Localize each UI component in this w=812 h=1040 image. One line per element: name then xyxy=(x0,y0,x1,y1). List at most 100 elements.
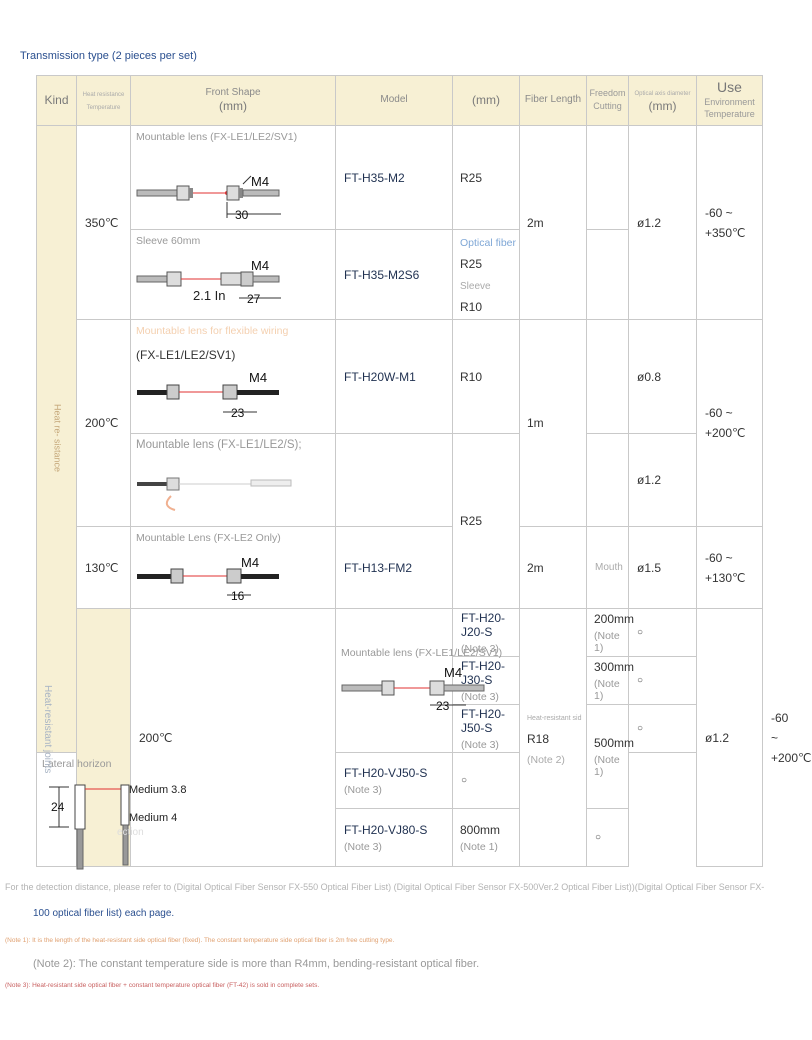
freedom-cell: ○ xyxy=(586,808,629,867)
section-title: Transmission type (2 pieces per set) xyxy=(20,50,197,62)
table-row: Lateral horizon 24 Medium 3.8 Medium 4 e… xyxy=(36,752,763,870)
label-medium-3-8: Medium 3.8 xyxy=(129,784,186,796)
fiber-head-drawing: M4 2.1 In 27 xyxy=(136,258,281,306)
temp-200-joints: 200℃ xyxy=(130,608,336,867)
footnote-note3: (Note 3): Heat-resistant side optical fi… xyxy=(5,982,320,989)
model-ft-h35-m2: FT-H35-M2 xyxy=(335,125,453,230)
diameter: ø1.2 xyxy=(696,608,763,867)
freedom-cell: ○ xyxy=(628,608,697,657)
env-temp: -60 ~+130℃ xyxy=(696,526,763,609)
dimension-label: 16 xyxy=(231,589,245,603)
model-ft-h20-vj80-s: FT-H20-VJ80-S(Note 3) xyxy=(335,808,453,867)
fiber-length: 300mm(Note 1) xyxy=(586,656,634,705)
freedom-cell xyxy=(586,229,629,320)
model-ft-h20-j20-s: FT-H20-J20-S(Note 3) xyxy=(452,608,520,657)
freedom-cell: ○ xyxy=(452,752,520,809)
shape-flexible-lens: Mountable lens for flexible wiring (FX-L… xyxy=(130,319,336,434)
label-ection: ection xyxy=(117,827,144,838)
bend-radius: R25 xyxy=(452,433,520,609)
model-ft-h20-j30-s: FT-H20-J30-S(Note 3) xyxy=(452,656,520,705)
fiber-head-drawing: M4 16 xyxy=(137,555,279,603)
model-ft-h35-m2s6: FT-H35-M2S6 xyxy=(335,229,453,320)
diameter: ø1.5 xyxy=(628,526,697,609)
temp-130: 130℃ xyxy=(76,526,131,609)
shape-joint-lens: Mountable lens (FX-LE1/LE2/SV1) M4 23 xyxy=(335,608,502,753)
footnote-note2: (Note 2): The constant temperature side … xyxy=(33,958,480,970)
model-ft-h20-j50-s: FT-H20-J50-S(Note 3) xyxy=(452,704,520,753)
fiber-length: 800mm(Note 1) xyxy=(452,808,520,867)
table-row: Mountable lens (FX-LE1/LE2/S); R25 ø1.2 xyxy=(37,433,763,609)
freedom-cell: ○ xyxy=(628,704,697,753)
table-row: FT-H20-VJ80-S(Note 3) 800mm(Note 1) ○ xyxy=(37,808,763,867)
kind-joints-label: Heat-resistant joints xyxy=(42,685,53,774)
fiber-length: 2m xyxy=(519,125,587,320)
shape-caption: Mountable lens (FX-LE1/LE2/S); xyxy=(136,439,302,451)
footnote-note1: (Note 1): It is the length of the heat-r… xyxy=(5,937,395,944)
freedom-cell: Mouth xyxy=(586,526,629,609)
model-obscured xyxy=(335,433,453,527)
bend-radius-header: (mm) xyxy=(452,75,520,126)
shape-caption-2: (FX-LE1/LE2/SV1) xyxy=(136,348,236,362)
thread-label: M4 xyxy=(249,370,267,385)
fiber-head-drawing: M4 23 xyxy=(341,665,485,713)
footnote-detection: For the detection distance, please refer… xyxy=(5,882,765,892)
table-row: Heat re- sistance 350℃ Mountable lens (F… xyxy=(36,125,763,753)
table-row: Sleeve 60mm M4 2.1 In 27 FT-H35-M2S6 Opt… xyxy=(37,229,763,320)
diameter-header: Optical axis diameter(mm) xyxy=(628,75,697,126)
model-header: Model xyxy=(335,75,453,126)
fiber-head-drawing: M4 30 xyxy=(136,174,281,222)
diameter: ø1.2 xyxy=(628,433,697,527)
freedom-cell xyxy=(586,433,629,527)
shape-mountable-lens-2: Mountable lens (FX-LE1/LE2/S); xyxy=(130,433,336,527)
shape-caption: Mountable Lens (FX-LE2 Only) xyxy=(136,532,281,544)
thread-label: M4 xyxy=(251,174,269,189)
spec-table: Kind Heat resistance Temperature Front S… xyxy=(36,75,812,870)
bend-radius: R25 xyxy=(452,125,520,230)
fiber-length: 2m xyxy=(519,526,587,609)
dimension-label: 23 xyxy=(436,699,450,713)
shape-sleeve: Sleeve 60mm M4 2.1 In 27 xyxy=(130,229,336,320)
temp-200: 200℃ xyxy=(76,319,131,527)
diameter: ø0.8 xyxy=(628,319,697,434)
front-shape-header: Front Shape(mm) xyxy=(130,75,336,126)
table-row: 130℃ Mountable Lens (FX-LE2 Only) M4 16 … xyxy=(37,526,763,609)
header-row: Kind Heat resistance Temperature Front S… xyxy=(36,75,763,126)
fiber-length: 1m xyxy=(519,319,587,527)
table-row: FT-H20-J50-S(Note 3) 500mm(Note 1) ○ xyxy=(37,704,763,809)
freedom-cell: ○ xyxy=(628,656,697,705)
shape-lens-le2: Mountable Lens (FX-LE2 Only) M4 16 xyxy=(130,526,336,609)
freedom-cell xyxy=(586,125,629,230)
dimension-label: 24 xyxy=(51,800,65,814)
shape-caption: Mountable lens (FX-LE1/LE2/SV1) xyxy=(136,131,298,143)
model-ft-h20-vj50-s: FT-H20-VJ50-S(Note 3) xyxy=(335,752,453,809)
shape-lateral: Lateral horizon 24 Medium 3.8 Medium 4 e… xyxy=(36,752,186,870)
shape-caption: Mountable lens for flexible wiring xyxy=(136,325,289,337)
temp-350: 350℃ xyxy=(76,125,131,320)
shape-caption: Mountable lens (FX-LE1/LE2/SV1) xyxy=(341,647,503,659)
model-ft-h20w-m1: FT-H20W-M1 xyxy=(335,319,453,434)
footnote-detection-cont: 100 optical fiber list) each page. xyxy=(33,908,175,919)
diameter: ø1.2 xyxy=(628,125,697,320)
label-medium-4: Medium 4 xyxy=(129,812,177,824)
shape-caption: Lateral horizon xyxy=(42,758,112,770)
env-temp: -60 ~+350℃ xyxy=(696,125,763,320)
fiber-head-drawing: M4 23 xyxy=(137,370,279,420)
model-ft-h13-fm2: FT-H13-FM2 xyxy=(335,526,453,609)
thread-label: M4 xyxy=(444,665,462,680)
table-row: 200℃ Mountable lens (FX-LE1/LE2/SV1) M4 … xyxy=(37,608,812,867)
fiber-length: 200mm(Note 1) xyxy=(586,608,634,657)
shape-mountable-lens-1: Mountable lens (FX-LE1/LE2/SV1) M4 30 xyxy=(130,125,336,230)
shape-caption: Sleeve 60mm xyxy=(136,235,201,247)
dimension-label: 27 xyxy=(247,292,261,306)
temp-header: Heat resistance Temperature xyxy=(76,75,131,126)
fiber-length: 500mm(Note 1) xyxy=(586,704,634,809)
thread-label: M4 xyxy=(241,555,259,570)
bend-radius: R10 xyxy=(452,319,520,434)
fiber-head-drawing: 24 Medium 3.8 Medium 4 ection xyxy=(49,784,186,870)
table-row: 200℃ Mountable lens for flexible wiring … xyxy=(37,319,763,527)
kind-heat-resistance: Heat re- sistance xyxy=(36,125,77,753)
length-label: 2.1 In xyxy=(193,288,226,303)
